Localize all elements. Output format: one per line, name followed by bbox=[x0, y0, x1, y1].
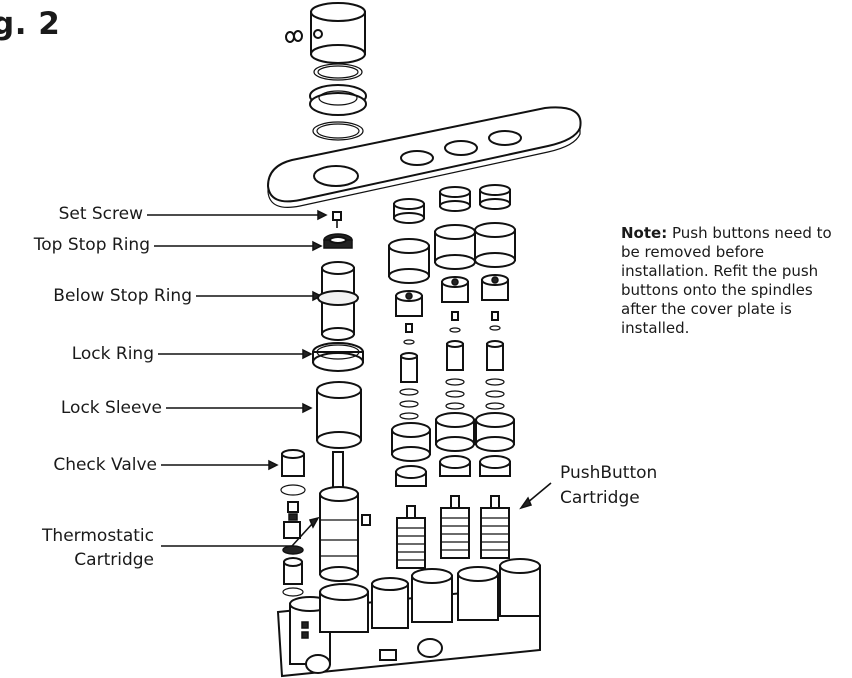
lock-sleeve bbox=[316, 389, 362, 441]
lock-ring bbox=[312, 342, 364, 362]
grub-screw-1 bbox=[285, 31, 295, 43]
o-ring-1 bbox=[313, 63, 363, 81]
pushbutton-column-2 bbox=[434, 186, 476, 559]
handle-knob bbox=[285, 2, 367, 141]
pushbutton-column-1 bbox=[388, 198, 431, 569]
spindle bbox=[332, 451, 344, 495]
set-screw bbox=[332, 211, 342, 221]
check-valve-stack bbox=[280, 449, 306, 597]
arrow-pushbutton bbox=[519, 496, 533, 510]
label-below-stop-ring: Below Stop Ring bbox=[53, 286, 192, 306]
arrow-set-screw bbox=[317, 209, 328, 221]
label-top-stop-ring: Top Stop Ring bbox=[33, 235, 150, 255]
figure-title: g. 2 bbox=[0, 6, 61, 42]
note-heading: Note: bbox=[621, 224, 668, 242]
leader-lines bbox=[147, 209, 552, 547]
valve-body bbox=[276, 558, 541, 678]
thermostatic-cartridge bbox=[319, 493, 359, 575]
label-thermostatic-line1: Thermostatic bbox=[42, 526, 154, 546]
label-set-screw: Set Screw bbox=[58, 204, 143, 224]
arrow-check-valve bbox=[268, 459, 279, 471]
leader-pushbutton bbox=[526, 482, 552, 504]
arrow-below-stop-ring bbox=[312, 290, 323, 302]
o-ring-2 bbox=[312, 121, 364, 141]
thermostatic-stack bbox=[312, 211, 371, 582]
grub-screw-2 bbox=[293, 30, 303, 42]
note-body: Push buttons need to be removed before i… bbox=[621, 224, 832, 337]
arrow-lock-ring bbox=[302, 348, 313, 360]
below-stop-ring bbox=[321, 267, 355, 335]
pushbutton-column-3 bbox=[474, 184, 516, 559]
label-lock-sleeve: Lock Sleeve bbox=[60, 398, 162, 418]
label-thermostatic-line2: Cartridge bbox=[74, 550, 154, 570]
label-lock-ring: Lock Ring bbox=[71, 344, 154, 364]
installation-note: Note: Push buttons need to be removed be… bbox=[621, 224, 846, 338]
label-pushbutton-line2: Cartridge bbox=[560, 488, 640, 508]
arrow-lock-sleeve bbox=[302, 402, 313, 414]
leader-thermostatic bbox=[161, 523, 313, 547]
top-stop-ring bbox=[323, 233, 353, 247]
label-pushbutton-line1: PushButton bbox=[560, 463, 658, 483]
cover-plate bbox=[266, 106, 582, 208]
bezel-ring bbox=[309, 84, 367, 108]
arrow-top-stop-ring bbox=[312, 240, 323, 252]
check-valve bbox=[281, 453, 305, 477]
arrow-thermostatic bbox=[308, 516, 320, 529]
label-check-valve: Check Valve bbox=[53, 455, 157, 475]
